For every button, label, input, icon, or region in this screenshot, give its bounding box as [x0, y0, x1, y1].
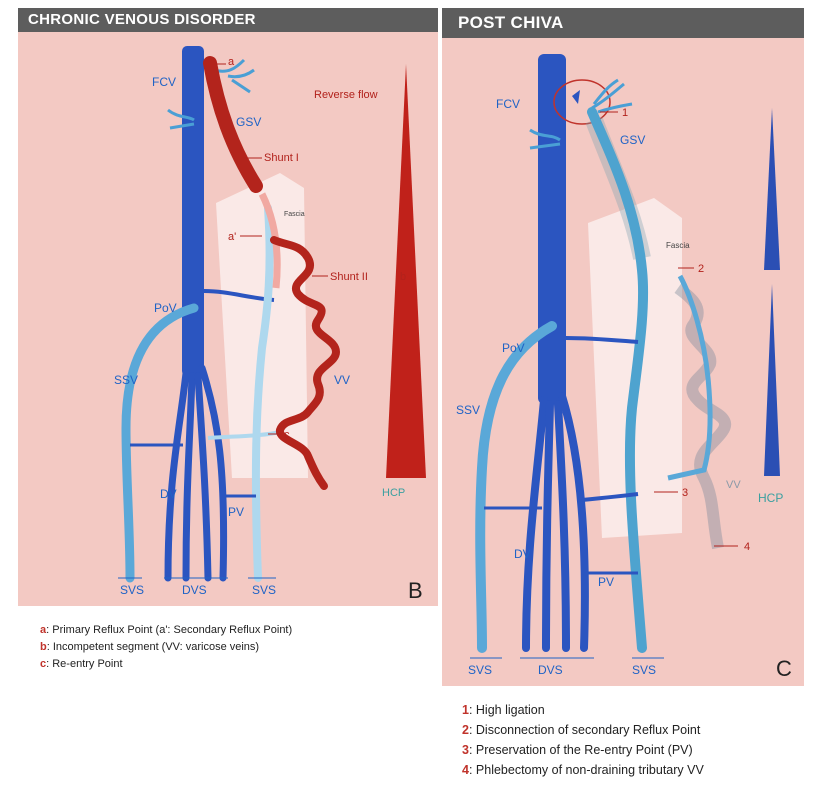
- ligation-stump: [572, 90, 580, 104]
- deep-branch-4: [558, 392, 589, 652]
- deep-branch-2: [542, 400, 554, 652]
- legend-key: 3: [462, 743, 469, 757]
- label-pv: PV: [228, 505, 244, 519]
- label-shunt-ii: Shunt II: [330, 271, 368, 283]
- label-2: 2: [698, 263, 704, 275]
- label-svs-right: SVS: [252, 583, 276, 597]
- gsv-middle: [258, 192, 281, 289]
- label-dvs: DVS: [182, 583, 207, 597]
- label-dvs: DVS: [538, 663, 563, 677]
- legend-c-item-4: 4: Phlebectomy of non-draining tributary…: [462, 763, 704, 777]
- label-pv: PV: [598, 575, 614, 589]
- legend-b-item-c: c: Re-entry Point: [40, 658, 292, 670]
- panel-b-title: CHRONIC VENOUS DISORDER: [18, 8, 438, 32]
- label-4: 4: [744, 541, 750, 553]
- femoral-vein: [538, 54, 566, 404]
- legend-b: a: Primary Reflux Point (a': Secondary R…: [40, 624, 292, 675]
- femoral-vein: [182, 46, 204, 376]
- legend-key: b: [40, 641, 47, 653]
- label-fcv: FCV: [152, 75, 176, 89]
- label-fcv: FCV: [496, 97, 520, 111]
- label-dv: DV: [514, 547, 531, 561]
- legend-text: : Preservation of the Re-entry Point (PV…: [468, 743, 693, 757]
- gsv-preserved: [587, 107, 649, 653]
- legend-key: 2: [462, 723, 469, 737]
- label-svs-right: SVS: [632, 663, 656, 677]
- label-dv: DV: [160, 487, 177, 501]
- legend-c: 1: High ligation 2: Disconnection of sec…: [462, 703, 704, 783]
- label-shunt-i: Shunt I: [264, 152, 299, 164]
- panel-b-letter: B: [408, 578, 423, 603]
- legend-b-item-b: b: Incompetent segment (VV: varicose vei…: [40, 641, 292, 653]
- ligation-circle: [553, 79, 611, 125]
- legend-key: a: [40, 624, 47, 636]
- panel-c-letter: C: [776, 656, 792, 681]
- deep-branch-4: [198, 364, 228, 582]
- legend-key: c: [40, 658, 47, 670]
- label-vv: VV: [726, 479, 741, 491]
- deep-vein-system: [164, 46, 228, 582]
- deep-branch-1: [164, 369, 190, 582]
- label-c: c: [284, 429, 290, 441]
- hcp-wedge-upper: [764, 108, 780, 270]
- label-gsv: GSV: [236, 115, 261, 129]
- label-a: a: [228, 56, 235, 68]
- ssv-vein: [475, 321, 557, 653]
- legend-text: : Phlebectomy of non-draining tributary …: [468, 763, 704, 777]
- deep-branch-3: [194, 372, 212, 582]
- gsv-lower: [251, 204, 274, 582]
- label-ssv: SSV: [456, 403, 480, 417]
- deep-vein-system: [522, 54, 589, 652]
- panel-b-diagram: FCV a GSV Shunt I Fascia a' Shunt II b P…: [114, 46, 426, 603]
- legend-c-item-3: 3: Preservation of the Re-entry Point (P…: [462, 743, 704, 757]
- pov-perforator: [565, 336, 639, 344]
- panel-c-diagram: FCV 1 GSV Fascia 2 PoV SSV 3 VV HCP DV 4…: [456, 54, 792, 681]
- legend-text: : Primary Reflux Point (a': Secondary Re…: [46, 624, 293, 636]
- reverse-flow-wedge: [386, 64, 426, 478]
- legend-key: 4: [462, 763, 469, 777]
- label-pov: PoV: [502, 341, 525, 355]
- panel-chronic-venous-disorder: CHRONIC VENOUS DISORDER: [18, 8, 438, 606]
- legend-c-item-1: 1: High ligation: [462, 703, 704, 717]
- label-1: 1: [622, 107, 628, 119]
- label-ssv: SSV: [114, 373, 138, 387]
- legend-c-item-2: 2: Disconnection of secondary Reflux Poi…: [462, 723, 704, 737]
- label-hcp: HCP: [758, 491, 783, 505]
- fcv-branch: [529, 128, 561, 150]
- panel-c-title: POST CHIVA: [442, 8, 804, 38]
- label-svs-left: SVS: [120, 583, 144, 597]
- draining-tributary: [667, 274, 713, 481]
- shunt-i-gsv: [203, 56, 263, 193]
- deep-branch-1: [522, 396, 548, 652]
- panel-post-chiva: POST CHIVA: [442, 8, 804, 686]
- deep-branch-3: [554, 400, 570, 652]
- shunt-ii-varicose: [270, 236, 340, 490]
- legend-text: : Disconnection of secondary Reflux Poin…: [468, 723, 701, 737]
- removed-varicose-shadow: [674, 283, 731, 550]
- label-fascia: Fascia: [666, 241, 690, 250]
- label-vv: VV: [334, 373, 350, 387]
- deep-branch-2: [182, 372, 196, 582]
- ssv-vein: [121, 303, 199, 583]
- label-fascia: Fascia: [284, 211, 305, 218]
- saphenous-tributaries: [591, 78, 633, 114]
- label-a-prime: a': [228, 231, 236, 243]
- label-b: b: [400, 271, 406, 283]
- label-3: 3: [682, 487, 688, 499]
- legend-text: : High ligation: [468, 703, 545, 717]
- legend-key: 1: [462, 703, 469, 717]
- label-reverse-flow: Reverse flow: [314, 89, 378, 101]
- label-pov: PoV: [154, 301, 177, 315]
- reentry-perforator: [207, 430, 281, 440]
- legend-text: : Re-entry Point: [46, 658, 123, 670]
- legend-text: : Incompetent segment (VV: varicose vein…: [46, 641, 260, 653]
- label-hcp: HCP: [382, 487, 405, 499]
- hcp-wedge-lower: [764, 284, 780, 476]
- legend-b-item-a: a: Primary Reflux Point (a': Secondary R…: [40, 624, 292, 636]
- fcv-branch: [167, 108, 195, 130]
- reentry-perforator: [581, 492, 639, 502]
- label-svs-left: SVS: [468, 663, 492, 677]
- label-gsv: GSV: [620, 133, 645, 147]
